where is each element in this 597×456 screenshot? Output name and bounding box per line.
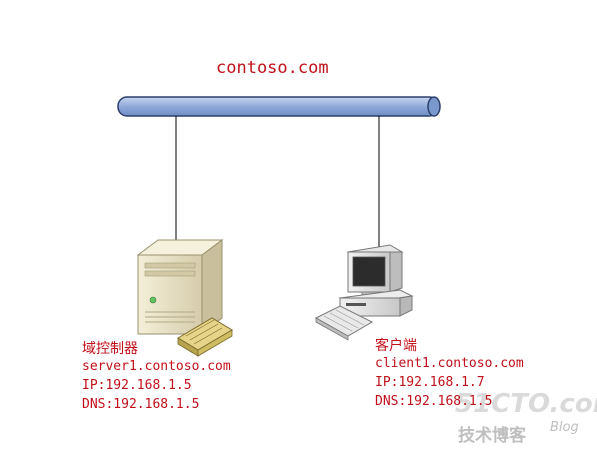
svg-text:51CTO.com: 51CTO.com [455,389,597,419]
client-dns: DNS:192.168.1.5 [375,394,493,409]
watermark-tagline: 技术博客 [458,426,526,446]
server-dns: DNS:192.168.1.5 [82,397,200,412]
client-ip: IP:192.168.1.7 [375,375,485,390]
server-role-label: 域控制器 [82,341,138,357]
watermark-blog: Blog [550,420,579,435]
server-ip: IP:192.168.1.5 [82,378,192,393]
client-computer-icon [314,244,414,341]
client-hostname: client1.contoso.com [375,356,524,371]
watermark-logo: 51CTO.com [455,389,597,419]
server-hostname: server1.contoso.com [82,359,231,374]
client-role-label: 客户端 [375,338,417,354]
server-icon [136,239,233,357]
network-bus [117,96,441,117]
domain-name-label: contoso.com [216,58,329,78]
